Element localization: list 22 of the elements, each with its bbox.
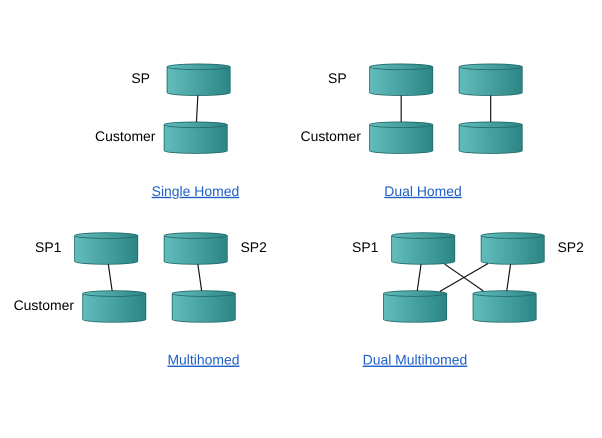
- connector: [197, 264, 202, 290]
- connector: [108, 264, 113, 290]
- label: Dual Homed: [384, 182, 462, 198]
- connector: [444, 263, 484, 291]
- node-label: Customer: [95, 128, 156, 144]
- node-label: SP: [131, 70, 150, 86]
- label: Single Homed: [152, 182, 240, 198]
- connector: [440, 262, 488, 292]
- node-label: SP1: [352, 238, 378, 254]
- node-label: SP2: [240, 238, 267, 254]
- connector: [416, 264, 422, 290]
- node-label: SP2: [557, 238, 584, 254]
- node-label: Customer: [300, 128, 361, 144]
- node-label: SP: [328, 70, 347, 86]
- connector: [506, 264, 512, 290]
- node-label: Customer: [14, 296, 74, 312]
- label: Multihomed: [167, 351, 240, 368]
- connector: [196, 95, 198, 122]
- connector: [400, 95, 402, 122]
- connector: [490, 95, 492, 122]
- label: Dual Multihomed: [362, 351, 468, 368]
- node-label: SP1: [35, 238, 62, 254]
